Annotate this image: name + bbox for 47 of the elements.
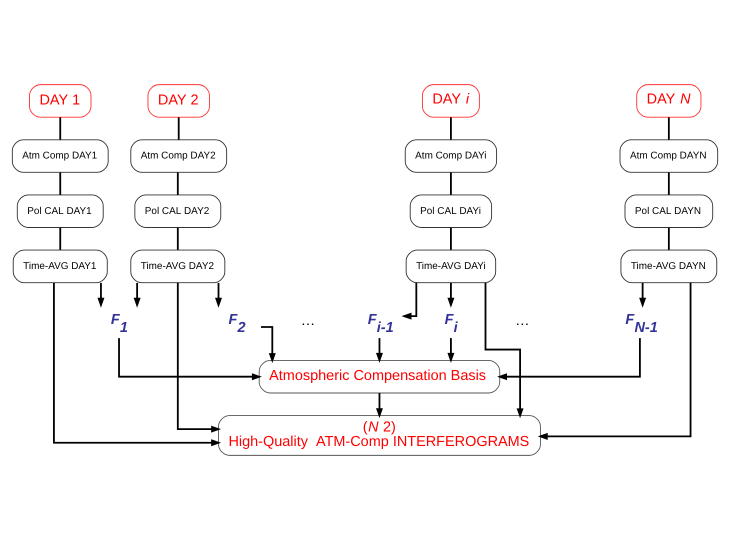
node-box: Time-AVG DAYi bbox=[406, 250, 496, 284]
arrow bbox=[176, 282, 222, 433]
connector bbox=[450, 117, 452, 140]
node-box: DAY 2 bbox=[148, 84, 210, 118]
connector bbox=[450, 228, 452, 250]
label: … bbox=[515, 312, 530, 329]
node-box: Pol CAL DAYi bbox=[410, 194, 492, 228]
node-box: Pol CAL DAY1 bbox=[16, 194, 104, 228]
node-box: Time-AVG DAYN bbox=[620, 250, 718, 284]
arrow bbox=[639, 282, 646, 308]
arrow bbox=[118, 338, 262, 380]
label: … bbox=[300, 312, 316, 329]
connector bbox=[59, 117, 62, 140]
connector bbox=[178, 117, 180, 140]
arrow bbox=[376, 393, 383, 418]
connector bbox=[59, 172, 62, 195]
node-box: Atm Comp DAYN bbox=[620, 139, 718, 173]
arrow bbox=[215, 282, 222, 308]
node-box: Atm Comp DAY1 bbox=[12, 139, 109, 173]
connector bbox=[668, 228, 670, 250]
arrow bbox=[497, 338, 641, 380]
connector bbox=[59, 228, 62, 250]
arrow bbox=[97, 282, 104, 308]
connector bbox=[668, 172, 670, 195]
node-box: Time-AVG DAY1 bbox=[12, 250, 108, 284]
node-box: Atm Comp DAYi bbox=[404, 139, 498, 173]
node-box: Atmospheric Compensation Basis bbox=[258, 360, 500, 394]
connector bbox=[450, 172, 452, 195]
connector bbox=[176, 172, 179, 195]
node-box: DAY i bbox=[422, 84, 480, 118]
node-box: DAY 1 bbox=[29, 84, 92, 118]
arrow bbox=[447, 338, 454, 363]
arrow bbox=[53, 282, 222, 446]
arrow bbox=[376, 338, 383, 363]
arrow bbox=[447, 282, 454, 308]
arrow bbox=[538, 282, 692, 440]
arrow bbox=[134, 282, 141, 308]
connector bbox=[176, 228, 179, 250]
connector bbox=[668, 117, 670, 140]
node-box: DAY N bbox=[636, 84, 702, 118]
node-box: Pol CAL DAYN bbox=[624, 194, 714, 228]
node-box: Pol CAL DAY2 bbox=[134, 194, 222, 228]
arrow bbox=[402, 282, 418, 320]
arrow bbox=[484, 282, 524, 418]
node-box: (N 2) High-Quality ATM-Comp INTERFEROGRAMS bbox=[218, 415, 541, 456]
node-box: Atm Comp DAY2 bbox=[130, 139, 228, 173]
node-box: Time-AVG DAY2 bbox=[130, 250, 226, 284]
